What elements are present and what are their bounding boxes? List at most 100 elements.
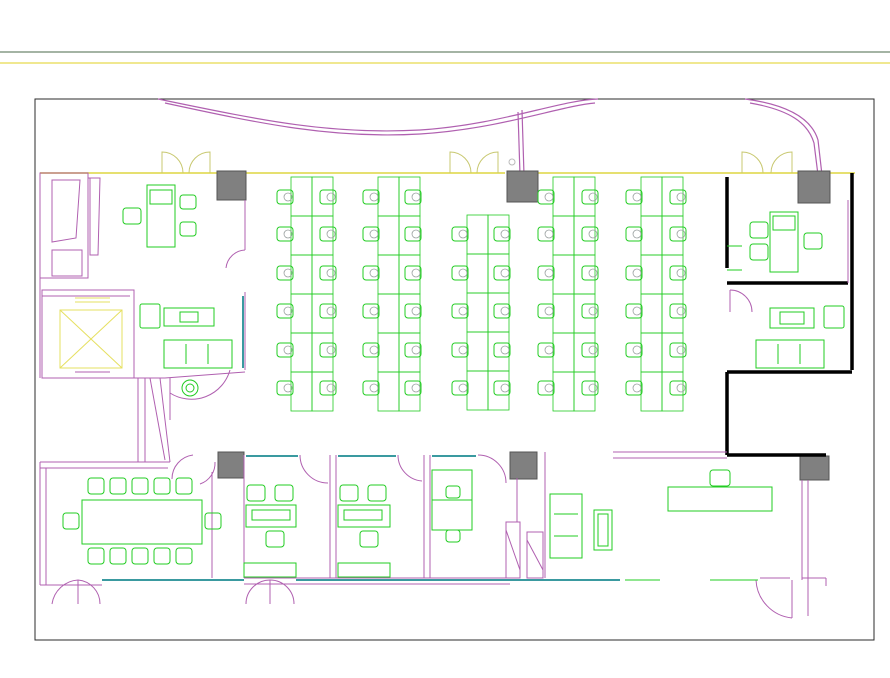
- office-chair: [493, 342, 511, 358]
- office-chair: [625, 342, 643, 358]
- workstation-desk: [552, 332, 575, 373]
- drawing-frame: [34, 98, 875, 641]
- office-chair: [537, 226, 555, 242]
- office-chair: [404, 342, 422, 358]
- office-chair: [625, 226, 643, 242]
- workstation-desk: [398, 176, 421, 217]
- conference-chair: [109, 477, 127, 495]
- workstation-desk: [661, 176, 684, 217]
- workstation-desk: [466, 253, 489, 294]
- conference-chair: [175, 477, 193, 495]
- conference-chair: [131, 477, 149, 495]
- office-chair: [581, 189, 599, 205]
- workstation-desk: [573, 293, 596, 334]
- workstation-desk: [466, 214, 489, 255]
- workstation-desk: [466, 292, 489, 333]
- office-chair: [493, 380, 511, 396]
- office-chair: [493, 303, 511, 319]
- office-chair: [669, 226, 687, 242]
- workstation-desk: [311, 332, 334, 373]
- left-core-walls: [39, 172, 171, 469]
- office-chair: [581, 265, 599, 281]
- office-chair: [581, 226, 599, 242]
- office-chair: [625, 265, 643, 281]
- office-chair: [581, 342, 599, 358]
- right-office-furniture: [727, 211, 845, 369]
- office-chair: [404, 380, 422, 396]
- conference-chair: [175, 547, 193, 565]
- office-chair: [451, 342, 469, 358]
- office-chair: [276, 265, 294, 281]
- office-chair: [276, 303, 294, 319]
- workstation-desk: [661, 332, 684, 373]
- workstation-desk: [398, 293, 421, 334]
- workstation-desk: [398, 215, 421, 256]
- office-chair: [537, 303, 555, 319]
- office-chair: [319, 342, 337, 358]
- workstation-desk: [552, 254, 575, 295]
- workstation-desk: [661, 293, 684, 334]
- conference-chair: [87, 547, 105, 565]
- bottom-offices-furniture: [243, 469, 473, 578]
- workstation-desk: [311, 293, 334, 334]
- office-chair: [362, 226, 380, 242]
- structural-columns: [216, 170, 831, 481]
- workstation-desk: [487, 292, 510, 333]
- conference-chair: [87, 477, 105, 495]
- lounge-furniture: [549, 493, 613, 559]
- office-chair: [625, 303, 643, 319]
- workstation-desk: [290, 293, 313, 334]
- office-chair: [493, 226, 511, 242]
- workstation-desk: [573, 254, 596, 295]
- office-chair: [493, 265, 511, 281]
- workstation-desk: [311, 215, 334, 256]
- workstation-desk: [466, 331, 489, 372]
- workstation-desk: [377, 371, 400, 412]
- workstation-desk: [487, 331, 510, 372]
- workstation-desk: [398, 254, 421, 295]
- workstation-desk: [552, 215, 575, 256]
- office-chair: [319, 303, 337, 319]
- office-chair: [451, 380, 469, 396]
- office-chair: [625, 380, 643, 396]
- workstation-desk: [377, 254, 400, 295]
- office-chair: [404, 226, 422, 242]
- workstation-desk: [640, 215, 663, 256]
- conference-chair: [153, 547, 171, 565]
- workstation-desk: [573, 176, 596, 217]
- workstation-desk: [661, 254, 684, 295]
- office-chair: [319, 226, 337, 242]
- top-doors: [161, 151, 793, 174]
- workstation-desk: [290, 371, 313, 412]
- workstation-desk: [290, 215, 313, 256]
- office-chair: [581, 303, 599, 319]
- workstation-desk: [552, 293, 575, 334]
- workstation-desk: [290, 254, 313, 295]
- office-chair: [404, 303, 422, 319]
- office-chair: [537, 342, 555, 358]
- right-office-doors: [729, 200, 849, 313]
- office-chair: [404, 265, 422, 281]
- office-chair: [276, 226, 294, 242]
- office-chair: [276, 342, 294, 358]
- lounge-walls: [505, 452, 546, 579]
- office-chair: [319, 265, 337, 281]
- bottom-offices-glass: [102, 455, 620, 581]
- office-chair: [362, 189, 380, 205]
- workstation-desk: [311, 254, 334, 295]
- workstation-desk: [398, 332, 421, 373]
- workstation-desk: [487, 214, 510, 255]
- workstation-desk: [640, 254, 663, 295]
- conference-table-group: [62, 477, 222, 565]
- reception-walls: [613, 451, 827, 619]
- office-chair: [625, 189, 643, 205]
- workstation-desk: [377, 176, 400, 217]
- workstation-desk: [640, 332, 663, 373]
- conference-chair: [153, 477, 171, 495]
- workstation-desk: [311, 176, 334, 217]
- workstation-desk: [640, 176, 663, 217]
- workstation-desk: [487, 370, 510, 411]
- conference-chair: [131, 547, 149, 565]
- office-chair: [669, 303, 687, 319]
- right-office-walls: [725, 173, 854, 457]
